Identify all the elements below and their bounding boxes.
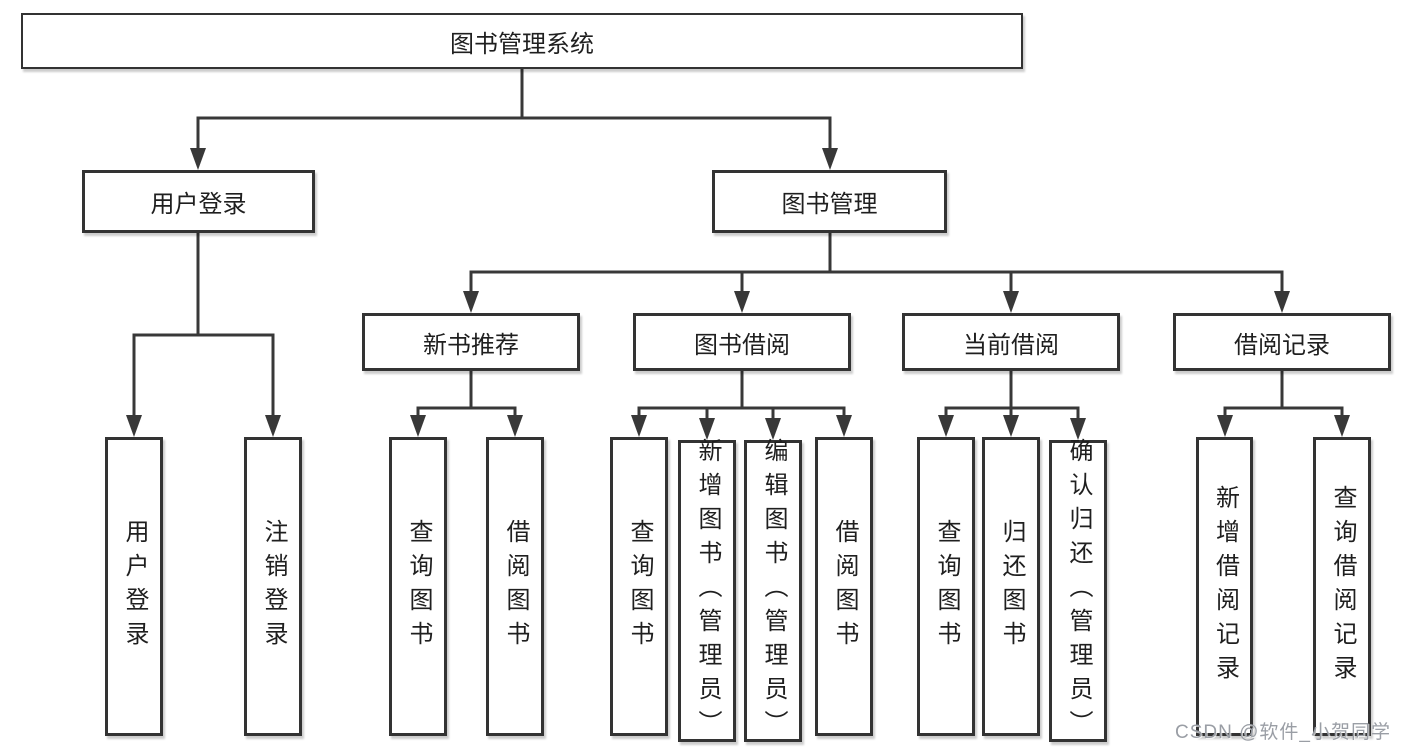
node-label: 借阅记录 bbox=[1234, 331, 1330, 359]
node-label: 编辑图书（管理员） bbox=[760, 438, 787, 744]
node-leaf-add-books-admin: 新增图书（管理员） bbox=[678, 438, 736, 744]
node-label: 借阅图书 bbox=[831, 518, 858, 655]
node-label: 查询图书 bbox=[405, 518, 432, 655]
arrow-down-icon bbox=[1003, 415, 1019, 437]
arrow-down-icon bbox=[463, 291, 479, 313]
connector-user-login bbox=[132, 231, 275, 419]
arrow-down-icon bbox=[126, 415, 142, 437]
node-label: 用户登录 bbox=[150, 191, 247, 218]
node-leaf-logout: 注销登录 bbox=[244, 437, 302, 736]
node-leaf-borrow-books: 借阅图书 bbox=[486, 437, 544, 736]
node-label: 图书管理系统 bbox=[450, 30, 594, 58]
node-label: 借阅图书 bbox=[502, 518, 529, 655]
node-leaf-borrow-books: 借阅图书 bbox=[815, 437, 873, 736]
node-label: 归还图书 bbox=[998, 518, 1025, 655]
arrow-down-icon bbox=[1217, 415, 1233, 437]
node-leaf-return-books: 归还图书 bbox=[982, 437, 1040, 736]
node-leaf-add-borrow-record: 新增借阅记录 bbox=[1196, 437, 1253, 736]
connector-borrow-record bbox=[1223, 369, 1344, 419]
node-label: 新书推荐 bbox=[423, 331, 519, 359]
node-label: 新增借阅记录 bbox=[1211, 484, 1239, 689]
node-label: 图书借阅 bbox=[694, 331, 790, 359]
node-new-book-recommend: 新书推荐 bbox=[362, 313, 580, 371]
node-leaf-query-borrow-record: 查询借阅记录 bbox=[1313, 437, 1371, 736]
connector-current-borrow bbox=[944, 369, 1080, 421]
arrow-down-icon bbox=[765, 418, 781, 440]
csdn-watermark: CSDN @软件_小贺同学 bbox=[1175, 722, 1391, 743]
node-book-management: 图书管理 bbox=[712, 170, 947, 233]
node-leaf-edit-books-admin: 编辑图书（管理员） bbox=[744, 438, 802, 744]
connector-book-mgmt bbox=[469, 231, 1284, 295]
node-current-borrow: 当前借阅 bbox=[902, 313, 1120, 371]
node-label: 查询图书 bbox=[626, 518, 653, 655]
connector-book-borrow bbox=[637, 369, 846, 421]
arrow-down-icon bbox=[734, 291, 750, 313]
node-label: 查询借阅记录 bbox=[1329, 484, 1356, 689]
node-label: 查询图书 bbox=[933, 518, 960, 655]
node-borrow-record: 借阅记录 bbox=[1173, 313, 1391, 371]
arrow-down-icon bbox=[410, 415, 426, 437]
arrow-down-icon bbox=[1334, 415, 1350, 437]
node-leaf-query-books: 查询图书 bbox=[610, 437, 668, 736]
arrow-down-icon bbox=[1003, 291, 1019, 313]
node-root-library-system: 图书管理系统 bbox=[21, 13, 1023, 69]
node-label: 确认归还（管理员） bbox=[1065, 438, 1092, 744]
node-label: 用户登录 bbox=[121, 518, 148, 655]
arrow-down-icon bbox=[699, 418, 715, 440]
arrow-down-icon bbox=[631, 415, 647, 437]
arrow-down-icon bbox=[1274, 291, 1290, 313]
connector-new-book bbox=[416, 369, 517, 419]
node-book-borrow: 图书借阅 bbox=[633, 313, 851, 371]
node-leaf-query-books: 查询图书 bbox=[389, 437, 447, 736]
node-leaf-query-books: 查询图书 bbox=[917, 437, 975, 736]
arrow-down-icon bbox=[822, 148, 838, 170]
arrow-down-icon bbox=[190, 148, 206, 170]
node-user-login: 用户登录 bbox=[82, 170, 315, 233]
arrow-down-icon bbox=[507, 415, 523, 437]
connector-root bbox=[196, 67, 832, 152]
arrow-down-icon bbox=[938, 415, 954, 437]
node-label: 图书管理 bbox=[781, 191, 878, 218]
node-label: 注销登录 bbox=[260, 518, 287, 655]
node-label: 新增图书（管理员） bbox=[694, 438, 721, 744]
arrow-down-icon bbox=[836, 415, 852, 437]
node-leaf-confirm-return-admin: 确认归还（管理员） bbox=[1049, 438, 1107, 744]
arrow-down-icon bbox=[1070, 418, 1086, 440]
node-leaf-user-login: 用户登录 bbox=[105, 437, 163, 736]
arrow-down-icon bbox=[265, 415, 281, 437]
node-label: 当前借阅 bbox=[963, 331, 1059, 359]
